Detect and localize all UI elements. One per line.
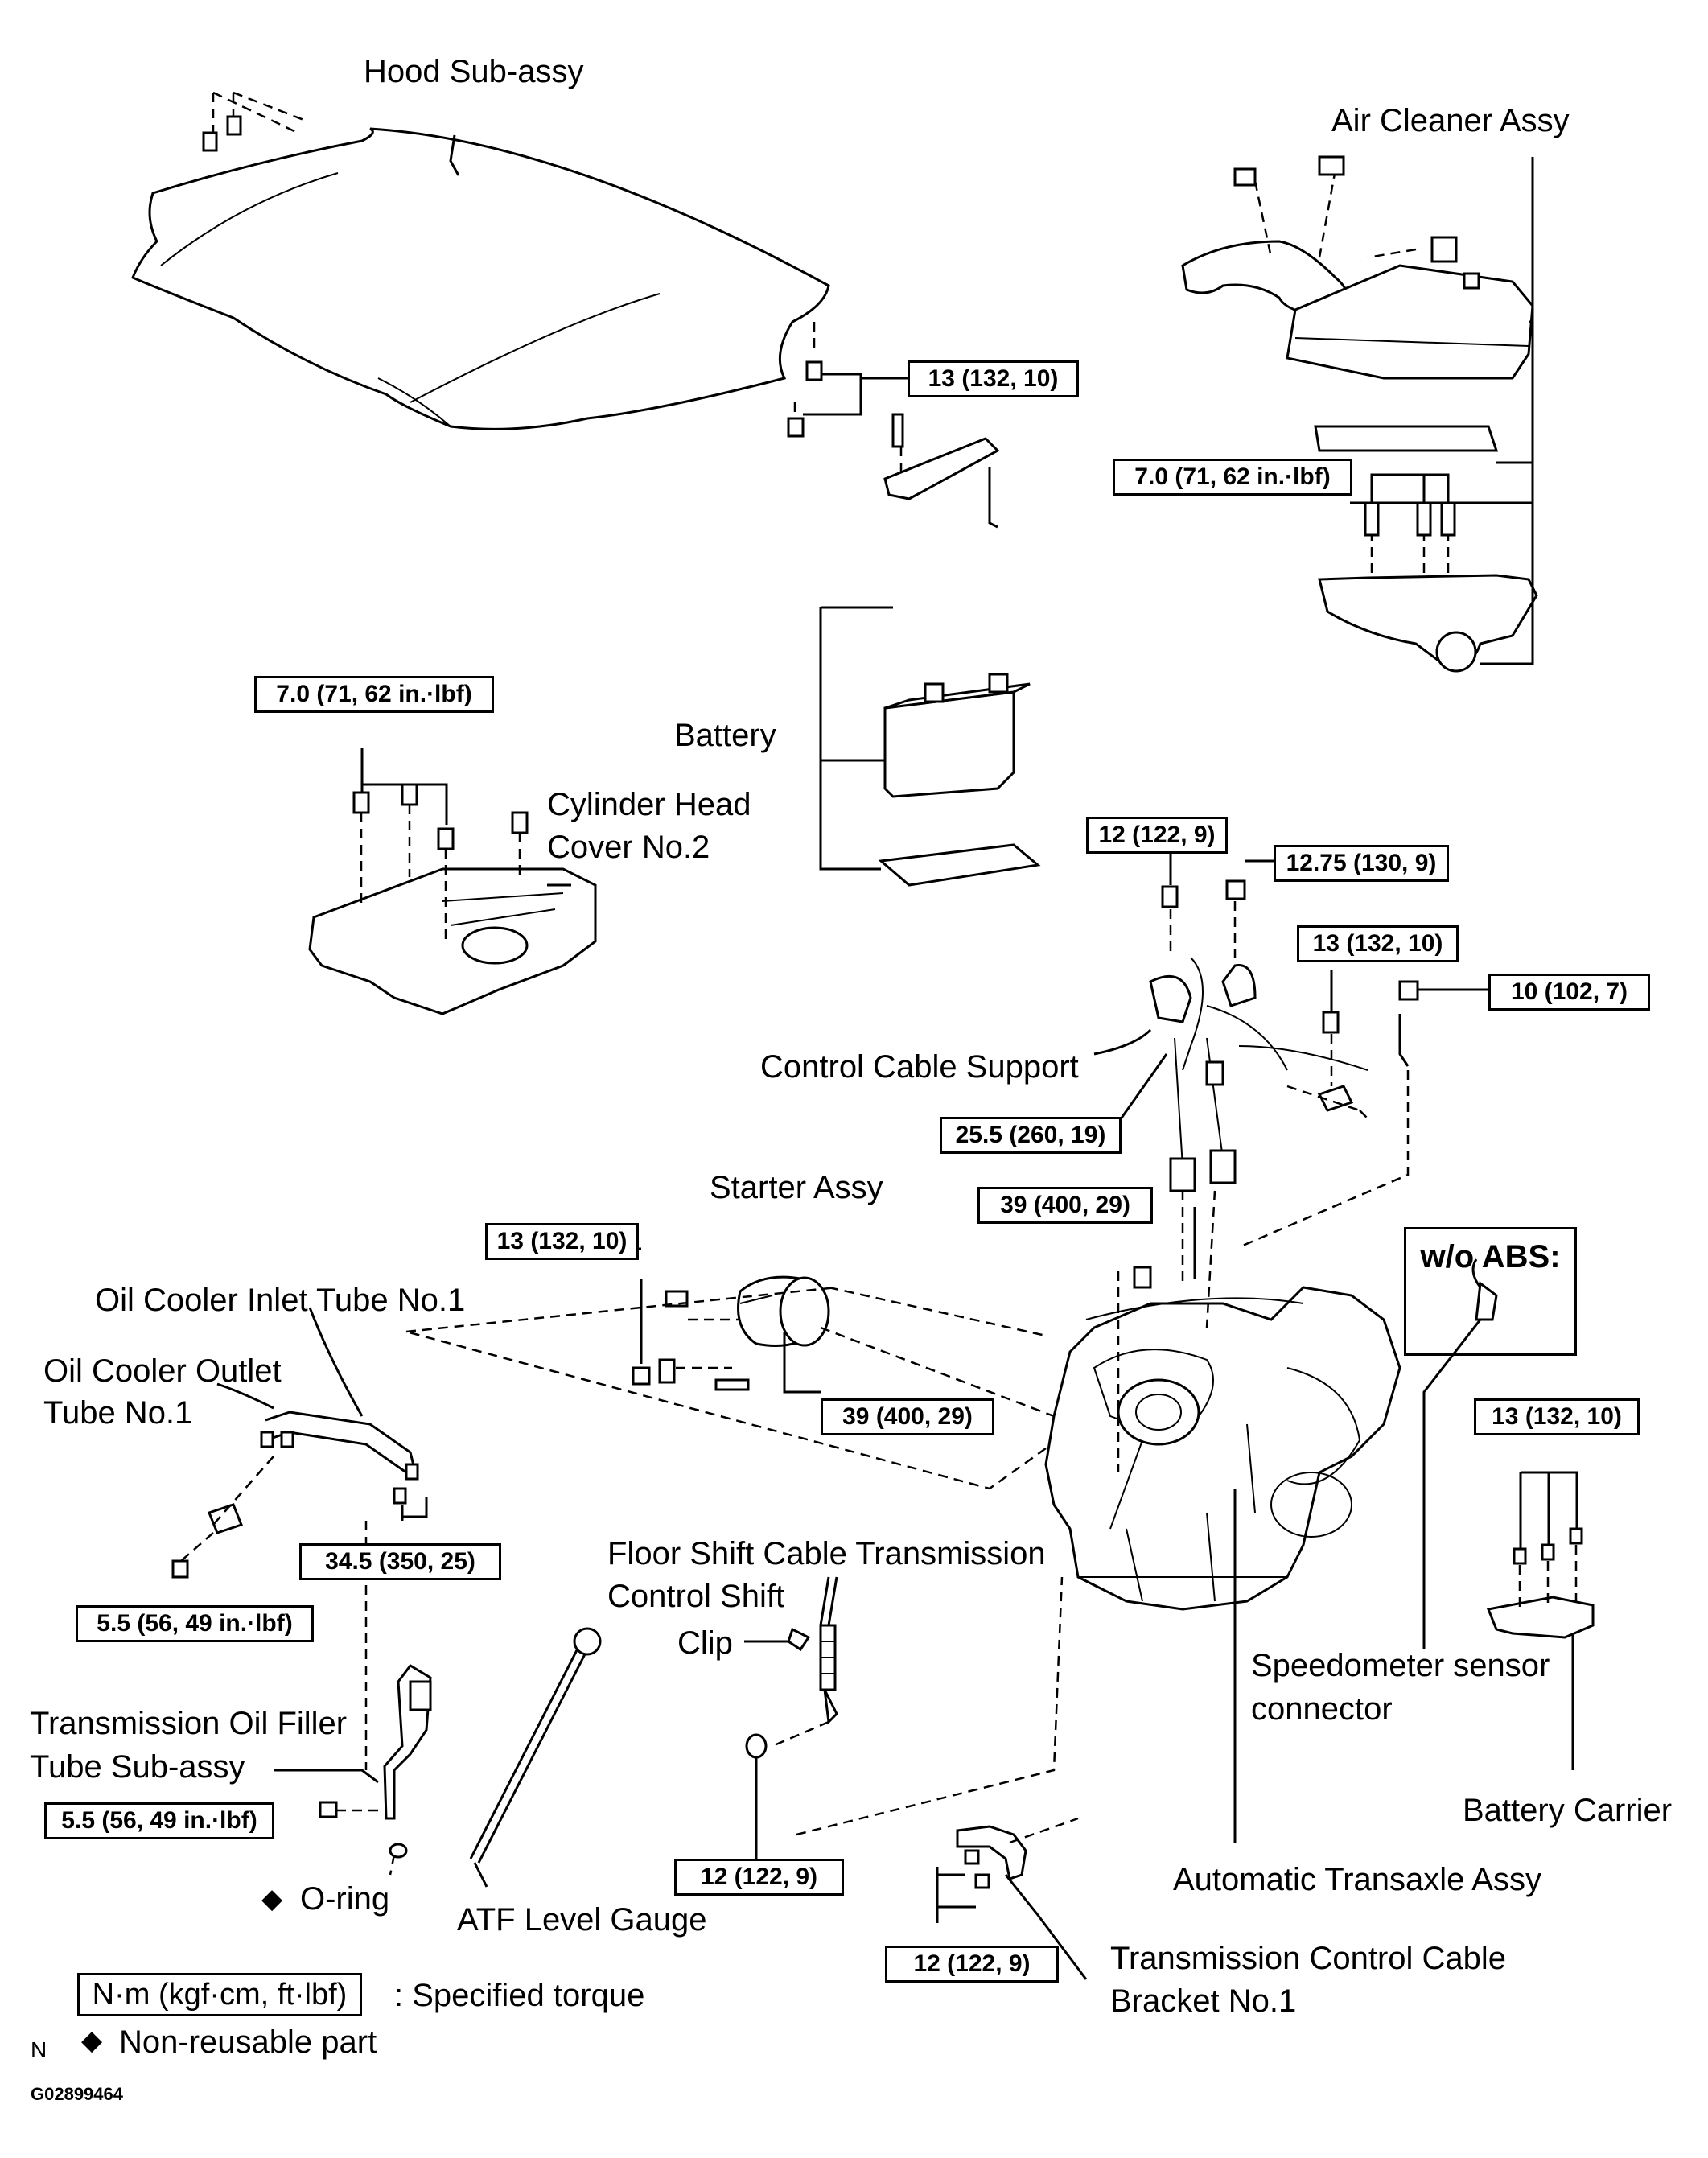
torque-12-a: 12 (122, 9) [1086, 817, 1228, 854]
battery-carrier-drawing [1486, 1471, 1595, 1770]
label-automatic-transaxle: Automatic Transaxle Assy [1173, 1862, 1541, 1897]
label-speedometer-2: connector [1251, 1691, 1393, 1727]
torque-34-5: 34.5 (350, 25) [299, 1543, 501, 1580]
filler-tube-drawing [274, 1521, 432, 1876]
torque-13-d: 13 (132, 10) [1474, 1398, 1640, 1435]
label-floor-shift-1: Floor Shift Cable Transmission [607, 1536, 1046, 1571]
label-atf-level-gauge: ATF Level Gauge [457, 1902, 707, 1938]
label-oil-cooler-inlet: Oil Cooler Inlet Tube No.1 [95, 1283, 466, 1318]
battery-drawing [819, 413, 1041, 887]
wo-abs-box: w/o ABS: [1404, 1227, 1577, 1356]
atf-gauge-drawing [469, 1627, 602, 1888]
torque-25-5: 25.5 (260, 19) [940, 1117, 1122, 1154]
label-floor-shift-2: Control Shift [607, 1579, 785, 1614]
n-mark: N [31, 2037, 47, 2062]
torque-39-a: 39 (400, 29) [977, 1187, 1153, 1224]
label-battery-carrier: Battery Carrier [1463, 1793, 1673, 1828]
legend-diamond-icon: ◆ [81, 2025, 103, 2056]
label-hood-sub-assy: Hood Sub-assy [364, 54, 584, 89]
starter-drawing [405, 1247, 1055, 1490]
torque-5-5-b: 5.5 (56, 49 in.·lbf) [44, 1802, 274, 1839]
label-battery: Battery [674, 718, 776, 753]
label-bracket-2: Bracket No.1 [1110, 1983, 1297, 2019]
label-filler-tube-2: Tube Sub-assy [30, 1749, 245, 1785]
torque-12-b: 12 (122, 9) [674, 1859, 844, 1896]
label-speedometer-1: Speedometer sensor [1251, 1648, 1550, 1683]
legend-non-reusable: Non-reusable part [119, 2024, 377, 2060]
speedometer-sensor-drawing [1233, 1258, 1498, 1843]
torque-10: 10 (102, 7) [1488, 974, 1650, 1011]
label-cylinder-head-2: Cover No.2 [547, 830, 710, 865]
label-oil-cooler-outlet-2: Tube No.1 [43, 1395, 193, 1431]
torque-39-b: 39 (400, 29) [821, 1398, 994, 1435]
torque-5-5-a: 5.5 (56, 49 in.·lbf) [76, 1605, 314, 1642]
control-cable-drawing [1149, 853, 1488, 1249]
label-air-cleaner-assy: Air Cleaner Assy [1331, 103, 1570, 138]
bracket-drawing [936, 1817, 1088, 1980]
label-o-ring: O-ring [300, 1881, 390, 1917]
figure-code: G02899464 [31, 2084, 123, 2104]
torque-13-b: 13 (132, 10) [1297, 925, 1459, 962]
label-oil-cooler-outlet-1: Oil Cooler Outlet [43, 1353, 282, 1389]
oil-cooler-tubes-drawing [171, 1307, 428, 1579]
torque-13-c: 13 (132, 10) [485, 1223, 639, 1260]
transaxle-drawing [1044, 1266, 1401, 1611]
torque-air-cleaner: 7.0 (71, 62 in.·lbf) [1113, 459, 1352, 496]
diamond-o-ring-icon: ◆ [261, 1884, 283, 1914]
torque-12-75: 12.75 (130, 9) [1274, 845, 1449, 882]
label-cylinder-head-1: Cylinder Head [547, 787, 751, 822]
label-filler-tube-1: Transmission Oil Filler [30, 1706, 348, 1741]
air-cleaner-drawing [1181, 155, 1538, 673]
torque-12-c: 12 (122, 9) [885, 1946, 1059, 1983]
torque-cylinder-head: 7.0 (71, 62 in.·lbf) [254, 676, 494, 713]
label-control-cable-support: Control Cable Support [760, 1049, 1079, 1085]
label-starter-assy: Starter Assy [710, 1170, 883, 1205]
label-clip: Clip [677, 1625, 733, 1661]
leader-lines [1093, 1028, 1216, 1472]
torque-hood-bolt: 13 (132, 10) [908, 360, 1079, 397]
cylinder-head-cover-drawing [308, 748, 597, 1015]
legend-specified-torque: : Specified torque [394, 1978, 645, 2013]
label-bracket-1: Transmission Control Cable [1110, 1941, 1507, 1976]
wo-abs-label: w/o ABS: [1420, 1239, 1561, 1275]
floor-shift-cable-drawing [744, 1576, 1064, 1859]
legend-torque-unit-box: N·m (kgf·cm, ft·lbf) [77, 1973, 362, 2016]
hood-drawing [131, 91, 908, 438]
